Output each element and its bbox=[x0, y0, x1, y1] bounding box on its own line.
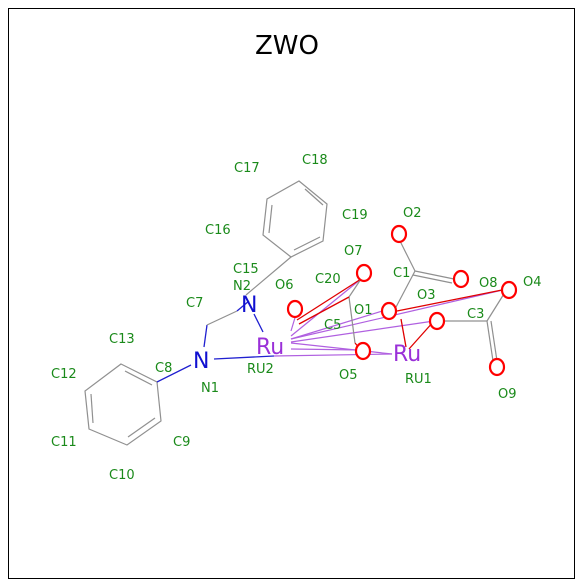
atom-O6 bbox=[286, 299, 304, 319]
label-O9: O9 bbox=[498, 387, 517, 402]
atom-RU2: Ru bbox=[256, 335, 284, 360]
atom-O9 bbox=[488, 357, 506, 377]
label-C18: C18 bbox=[302, 153, 328, 168]
label-C7: C7 bbox=[186, 296, 203, 311]
label-O5: O5 bbox=[339, 368, 358, 383]
atom-O7 bbox=[355, 263, 373, 283]
label-C16: C16 bbox=[205, 223, 231, 238]
label-C3: C3 bbox=[467, 307, 484, 322]
label-O2: O2 bbox=[403, 206, 422, 221]
carboxylate-bonds bbox=[298, 238, 508, 362]
atom-labels: C17 C18 C19 C16 C15 N2 O6 C20 O7 O2 C1 O… bbox=[51, 153, 542, 483]
atom-O1 bbox=[428, 311, 446, 331]
diamine-linker bbox=[203, 300, 393, 360]
label-O1: O1 bbox=[354, 303, 373, 318]
label-C9: C9 bbox=[173, 435, 190, 450]
label-C5: C5 bbox=[324, 318, 341, 333]
atom-O5 bbox=[354, 341, 372, 361]
metal-bonds bbox=[290, 278, 508, 355]
label-C1: C1 bbox=[393, 266, 410, 281]
label-C12: C12 bbox=[51, 367, 77, 382]
atom-O3 bbox=[380, 301, 398, 321]
label-RU1: RU1 bbox=[405, 372, 432, 387]
label-C15: C15 bbox=[233, 262, 259, 277]
atom-O8 bbox=[452, 269, 470, 289]
label-O6: O6 bbox=[275, 278, 294, 293]
label-C20: C20 bbox=[315, 272, 341, 287]
structure-title: ZWO bbox=[255, 31, 319, 61]
label-C8: C8 bbox=[155, 361, 172, 376]
label-C11: C11 bbox=[51, 435, 77, 450]
label-C13: C13 bbox=[109, 332, 135, 347]
label-O7: O7 bbox=[344, 244, 363, 259]
atom-N2: N bbox=[241, 293, 257, 318]
atom-N1: N bbox=[193, 349, 209, 374]
atom-O2 bbox=[390, 224, 408, 244]
lower-phenyl-ring bbox=[84, 363, 192, 446]
label-O8: O8 bbox=[479, 276, 498, 291]
label-RU2: RU2 bbox=[247, 362, 274, 377]
label-C10: C10 bbox=[109, 468, 135, 483]
label-C17: C17 bbox=[234, 161, 260, 176]
label-O3: O3 bbox=[417, 288, 436, 303]
label-O4: O4 bbox=[523, 275, 542, 290]
oxygen-atoms bbox=[286, 224, 518, 377]
label-C19: C19 bbox=[342, 208, 368, 223]
structure-frame: ZWO bbox=[8, 8, 575, 579]
label-N1: N1 bbox=[201, 381, 219, 396]
upper-phenyl-ring bbox=[245, 180, 328, 296]
atom-RU1: Ru bbox=[393, 342, 421, 367]
atom-O4 bbox=[500, 280, 518, 300]
label-N2: N2 bbox=[233, 279, 251, 294]
molecule-diagram: ZWO bbox=[51, 31, 542, 483]
